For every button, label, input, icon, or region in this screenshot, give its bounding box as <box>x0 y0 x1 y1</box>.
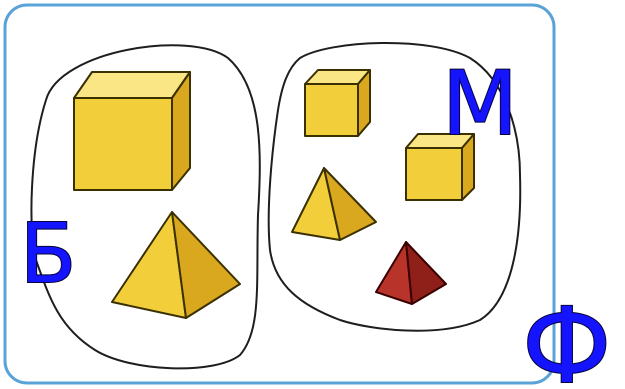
small-pyramid <box>292 168 376 240</box>
small-red-pyramid <box>376 242 446 304</box>
universal-set-label: Ф <box>522 285 612 389</box>
large-cube <box>74 72 190 190</box>
large-pyramid <box>112 212 240 318</box>
set-m-label: М <box>442 52 518 155</box>
set-b-label: Б <box>20 207 76 302</box>
small-cube <box>305 70 370 136</box>
